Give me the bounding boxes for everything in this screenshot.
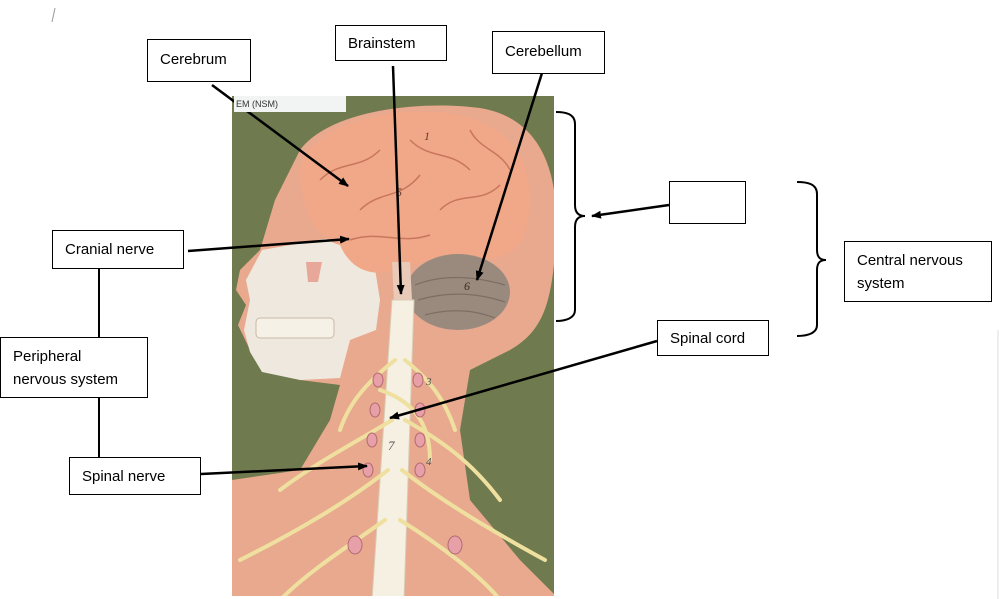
pointer-arrows: [187, 65, 670, 476]
arrow-spinal-nerve: [200, 462, 368, 476]
skull-bone: [244, 238, 380, 380]
label-spinal-nerve-text: Spinal nerve: [82, 468, 166, 485]
photo-tag: EM (NSM): [234, 96, 346, 112]
model-number-7: 7: [388, 438, 395, 453]
label-cranial-nerve-text: Cranial nerve: [65, 241, 155, 258]
label-spinal-cord-text: Spinal cord: [670, 330, 746, 347]
peripheral-nerves: [238, 358, 547, 596]
label-central-nervous-system: Central nervous system: [844, 241, 992, 302]
model-number-4: 4: [426, 456, 432, 468]
cerebellum-model: [406, 254, 510, 330]
cerebellum-folia: [414, 276, 506, 319]
stray-mark: [51, 7, 56, 23]
label-brainstem: Brainstem: [335, 25, 447, 61]
model-number-6: 6: [464, 279, 470, 293]
label-peripheral-nervous-system: Peripheral nervous system: [0, 337, 148, 398]
label-cns-text: Central nervous system: [857, 252, 963, 292]
cns-bracket: [796, 181, 827, 337]
label-spinal-cord: Spinal cord: [657, 320, 769, 356]
label-cranial-nerve: Cranial nerve: [52, 230, 184, 269]
teeth: [255, 317, 335, 339]
label-pns-text: Peripheral nervous system: [13, 348, 119, 388]
anatomy-model-photo: 1 5 6 7 3 4: [232, 96, 554, 596]
vertebrae: [347, 372, 463, 555]
cerebrum-gyri: [319, 129, 511, 241]
label-cerebellum: Cerebellum: [492, 31, 605, 74]
model-number-1: 1: [424, 129, 430, 143]
brain-bracket: [555, 111, 586, 322]
model-number-5: 5: [396, 185, 402, 199]
arrow-spinal-cord: [389, 339, 658, 420]
brainstem-model: [392, 262, 412, 302]
eye: [306, 262, 322, 282]
label-cerebrum: Cerebrum: [147, 39, 251, 82]
label-cerebellum-text: Cerebellum: [505, 43, 582, 60]
arrow-cranial-nerve: [187, 235, 350, 253]
label-brainstem-text: Brainstem: [348, 35, 416, 52]
arrow-cerebellum: [475, 72, 544, 281]
label-cerebrum-text: Cerebrum: [160, 51, 227, 68]
label-spinal-nerve: Spinal nerve: [69, 457, 201, 495]
cerebrum-model: [300, 111, 530, 273]
arrow-blank: [591, 203, 670, 219]
label-blank[interactable]: [669, 181, 746, 224]
model-number-3: 3: [425, 376, 432, 388]
arrow-brainstem: [391, 65, 405, 295]
